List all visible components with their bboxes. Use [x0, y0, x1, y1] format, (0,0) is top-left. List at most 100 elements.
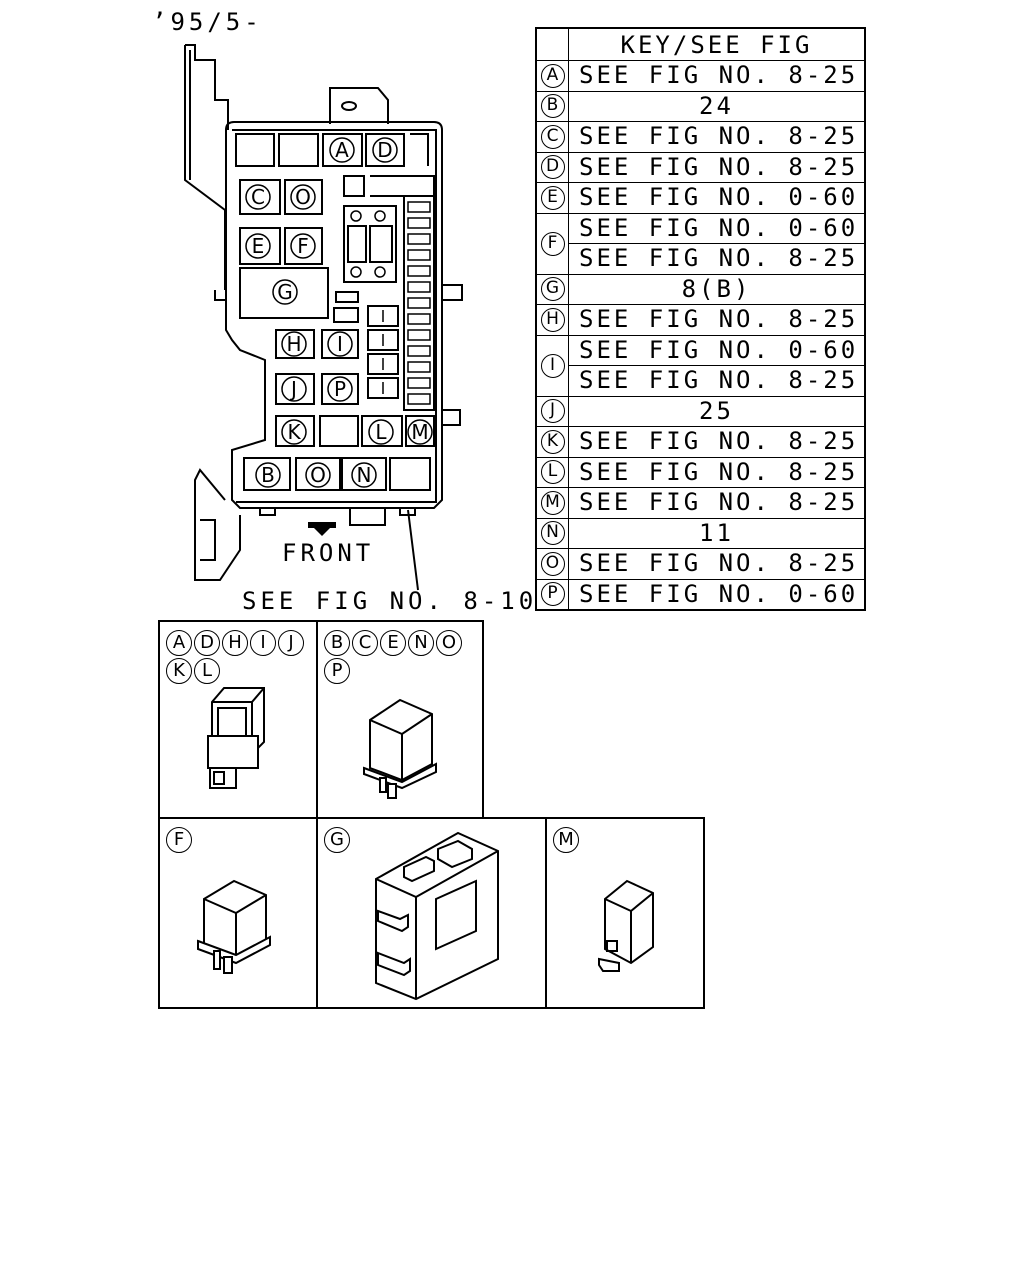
key-letter: I: [540, 353, 565, 378]
table-row: F SEE FIG NO. 0-60: [535, 212, 866, 275]
slot-label-a: A: [335, 138, 349, 162]
key-letter: K: [540, 429, 565, 454]
table-row: G 8(B): [535, 273, 866, 305]
key-value: SEE FIG NO. 0-60: [568, 182, 866, 214]
key-value: SEE FIG NO. 8-25: [568, 426, 866, 458]
panel-key: O: [436, 630, 462, 656]
panel-key: F: [166, 827, 192, 853]
table-row: O SEE FIG NO. 8-25: [535, 548, 866, 580]
relay-1-icon: [207, 687, 265, 789]
key-value: SEE FIG NO. 8-25: [568, 243, 866, 275]
slot-label-f: F: [297, 234, 309, 258]
key-letter: J: [540, 399, 565, 424]
slot-label-k: K: [287, 420, 301, 444]
slot-label-l: L: [375, 420, 387, 444]
panel-key: B: [324, 630, 350, 656]
table-row: P SEE FIG NO. 0-60: [535, 578, 866, 611]
key-value: 11: [568, 517, 866, 549]
relay-panel-type-3: F: [158, 817, 318, 1009]
table-row: B 24: [535, 90, 866, 122]
key-value: 24: [568, 90, 866, 122]
panel-key: P: [324, 658, 350, 684]
relay-5-icon: [598, 879, 654, 972]
slot-label-p: P: [334, 377, 346, 401]
key-table-header: KEY/SEE FIG: [568, 27, 866, 61]
panel-key: L: [194, 658, 220, 684]
slot-label-c: C: [251, 185, 265, 209]
panel-key: D: [194, 630, 220, 656]
table-row: SEE FIG NO. 8-25: [536, 365, 866, 397]
slot-label-m: M: [411, 420, 428, 444]
key-letter: F: [540, 231, 565, 256]
table-row: D SEE FIG NO. 8-25: [535, 151, 866, 183]
table-row: E SEE FIG NO. 0-60: [535, 182, 866, 214]
relay-4-icon: [375, 831, 499, 1001]
key-letter: E: [540, 185, 565, 210]
key-value: SEE FIG NO. 8-25: [568, 487, 866, 519]
table-row: L SEE FIG NO. 8-25: [535, 456, 866, 488]
table-row: M SEE FIG NO. 8-25: [535, 487, 866, 519]
key-letter: P: [540, 582, 565, 607]
table-row: A SEE FIG NO. 8-25: [535, 60, 866, 92]
key-letter: L: [540, 460, 565, 485]
key-value: SEE FIG NO. 8-25: [568, 60, 866, 92]
key-letter: M: [540, 490, 565, 515]
key-value: SEE FIG NO. 8-25: [568, 151, 866, 183]
table-row: K SEE FIG NO. 8-25: [535, 426, 866, 458]
fuse-box-diagram: A D C O E F G H I J P K L M B O N: [184, 44, 463, 591]
slot-label-o2: O: [310, 463, 326, 487]
panel-key: J: [278, 630, 304, 656]
relay-panel-type-4: G: [316, 817, 547, 1009]
key-table: KEY/SEE FIG A SEE FIG NO. 8-25 B 24 C SE…: [535, 27, 866, 611]
key-value: SEE FIG NO. 8-25: [568, 121, 866, 153]
panel-key: E: [380, 630, 406, 656]
relay-panel-type-5: M: [545, 817, 705, 1009]
relay-panel-type-1: A D H I J K L: [158, 620, 318, 819]
table-row: N 11: [535, 517, 866, 549]
front-label: FRONT: [282, 539, 375, 567]
slot-label-b: B: [261, 463, 275, 487]
key-value: SEE FIG NO. 8-25: [568, 456, 866, 488]
key-letter: N: [540, 521, 565, 546]
key-letter: C: [540, 124, 565, 149]
panel-key: C: [352, 630, 378, 656]
key-value: SEE FIG NO. 8-25: [568, 304, 866, 336]
key-value: SEE FIG NO. 0-60: [568, 334, 866, 366]
relay-2-icon: [363, 698, 437, 799]
key-value: SEE FIG NO. 0-60: [568, 578, 866, 611]
key-letter: B: [540, 94, 565, 119]
key-letter: G: [540, 277, 565, 302]
key-letter: H: [540, 307, 565, 332]
relay-panel-type-2: B C E N O P: [316, 620, 484, 819]
key-letter: O: [540, 551, 565, 576]
slot-label-n: N: [357, 463, 372, 487]
panel-key: I: [250, 630, 276, 656]
panel-key: A: [166, 630, 192, 656]
panel-key: G: [324, 827, 350, 853]
relay-3-icon: [197, 879, 271, 974]
panel-key: K: [166, 658, 192, 684]
panel-key: M: [553, 827, 579, 853]
key-value: SEE FIG NO. 8-25: [568, 365, 866, 397]
slot-label-i: I: [337, 332, 343, 356]
panel-key: H: [222, 630, 248, 656]
table-row: C SEE FIG NO. 8-25: [535, 121, 866, 153]
slot-label-o: O: [295, 185, 311, 209]
see-fig-label: SEE FIG NO. 8-10: [242, 587, 538, 615]
slot-label-j: J: [289, 377, 297, 401]
slot-label-h: H: [286, 332, 301, 356]
key-value: SEE FIG NO. 0-60: [568, 212, 866, 244]
key-value: SEE FIG NO. 8-25: [568, 548, 866, 580]
slot-label-e: E: [252, 234, 265, 258]
key-value: 25: [568, 395, 866, 427]
table-row: I SEE FIG NO. 0-60: [535, 334, 866, 397]
key-letter: A: [540, 63, 565, 88]
key-letter: D: [540, 155, 565, 180]
slot-label-g: G: [277, 280, 293, 304]
slot-label-d: D: [377, 138, 392, 162]
table-row: J 25: [535, 395, 866, 427]
date-code: ’95/5-: [152, 8, 263, 36]
table-row: H SEE FIG NO. 8-25: [535, 304, 866, 336]
table-row: SEE FIG NO. 8-25: [536, 243, 866, 275]
panel-key: N: [408, 630, 434, 656]
